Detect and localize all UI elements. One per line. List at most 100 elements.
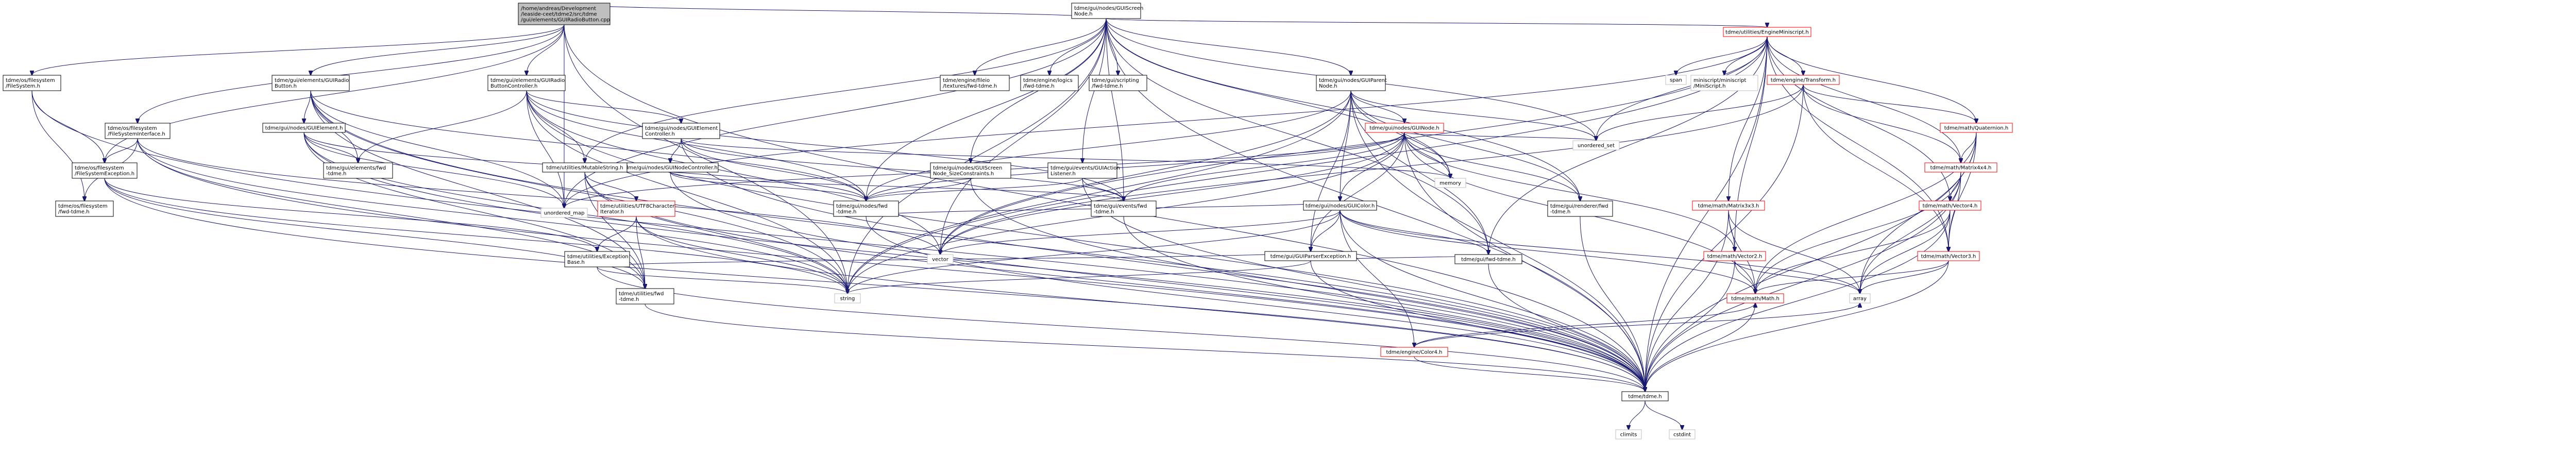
node-filesystem-h[interactable]: tdme/os/filesystem/FileSystem.h xyxy=(3,75,61,91)
node-label: tdme/utilities/EngineMiniscript.h xyxy=(1725,30,1809,36)
node-matrix4x4-h[interactable]: tdme/math/Matrix4x4.h xyxy=(1924,162,1997,173)
edge-root-to-radiobuttoncontroller-h xyxy=(527,24,565,75)
node-guicolor-h[interactable]: tdme/gui/nodes/GUIColor.h xyxy=(1303,200,1377,211)
node-box-transform-h xyxy=(1767,75,1840,85)
node-label: tdme/math/Quaternion.h xyxy=(1944,126,2008,131)
node-label: tdme/gui/nodes/GUIElement.h xyxy=(265,126,343,131)
edge-elementcontroller-h-to-events-fwd xyxy=(681,138,1124,201)
edge-elementcontroller-h-to-nodes-fwd xyxy=(681,138,866,201)
edge-radiobuttoncontroller-h-to-elementcontroller-h xyxy=(526,90,681,123)
node-box-vector xyxy=(927,254,954,264)
node-box-utilities-fwd xyxy=(616,288,674,305)
node-transform-h[interactable]: tdme/engine/Transform.h xyxy=(1767,75,1840,85)
node-vector2-h[interactable]: tdme/math/Vector2.h xyxy=(1703,251,1766,261)
node-label: vector xyxy=(932,257,949,263)
node-vector3-h[interactable]: tdme/math/Vector3.h xyxy=(1917,251,1980,261)
node-nodecontroller-h[interactable]: tdme/gui/nodes/GUINodeController.h xyxy=(622,162,719,173)
node-fileentities-fwd[interactable]: tdme/engine/fileio/textures/fwd-tdme.h xyxy=(940,75,1010,91)
edge-utilities-fwd-to-tdme-h xyxy=(645,304,1645,392)
edge-exceptionbase-h-to-string xyxy=(597,266,848,294)
node-box-filesystem-fwd xyxy=(55,200,114,217)
node-tdme-h[interactable]: tdme/tdme.h xyxy=(1621,391,1669,401)
node-root[interactable]: /home/andreas/Development/leaside-ceet/t… xyxy=(518,3,611,25)
edge-root-to-filesysteminterface-h xyxy=(138,24,565,123)
edge-transform-h-to-vector xyxy=(940,84,1804,255)
node-box-span xyxy=(1665,75,1687,85)
node-label: tdme/gui/GUIParserException.h xyxy=(1270,254,1351,260)
edge-utf8iterator-h-to-utilities-fwd xyxy=(636,216,645,289)
node-logics-fwd[interactable]: tdme/engine/logics/fwd-tdme.h xyxy=(1020,75,1079,91)
node-utilities-fwd[interactable]: tdme/utilities/fwd-tdme.h xyxy=(616,288,674,305)
node-radiobutton-h[interactable]: tdme/gui/elements/GUIRadioButton.h xyxy=(272,75,350,91)
edge-screennode-h-to-renderer-fwd xyxy=(1106,18,1580,201)
node-engine-color4-h[interactable]: tdme/engine/Color4.h xyxy=(1380,347,1448,357)
edge-radiobutton-h-to-nodes-fwd xyxy=(310,90,866,201)
edge-guielement-h-to-unordered-map xyxy=(303,132,564,208)
edge-guinode-h-to-parsereexception-h xyxy=(1311,132,1405,251)
edge-matrix3x3-h-to-tdme-h xyxy=(1645,210,1729,392)
edge-screennode-h-to-mutablestring-h xyxy=(585,18,1107,163)
node-label: tdme/gui/nodes/GUIParent xyxy=(1319,78,1387,83)
node-filesystemexception-h[interactable]: tdme/os/filesystem/FileSystemException.h xyxy=(72,162,138,179)
node-label: tdme/gui/renderer/fwd xyxy=(1550,204,1608,209)
node-vector4-h[interactable]: tdme/math/Vector4.h xyxy=(1919,200,1981,211)
node-quaternion-h[interactable]: tdme/math/Quaternion.h xyxy=(1940,123,2013,133)
node-label: tdme/gui/nodes/fwd xyxy=(836,204,888,209)
node-label: Node.h xyxy=(1319,83,1337,89)
edge-sizeconstraints-h-to-tdme-h xyxy=(970,178,1645,392)
node-label: cstdint xyxy=(1673,432,1691,438)
edge-enginemirror-h-to-transform-h xyxy=(1767,36,1803,75)
edge-matrix4x4-h-to-array xyxy=(1860,172,1961,294)
node-label: unordered_set xyxy=(1578,143,1615,149)
edge-tdme-h-to-cstdint xyxy=(1645,400,1682,430)
node-label: unordered_map xyxy=(544,211,585,216)
edge-vector4-h-to-vector3-h xyxy=(1948,210,1950,251)
node-events-fwd[interactable]: tdme/gui/events/fwd-tdme.h xyxy=(1091,200,1157,217)
node-label: Button.h xyxy=(275,83,297,89)
node-label: -tdme.h xyxy=(619,297,639,302)
node-parsereexception-h[interactable]: tdme/gui/GUIParserException.h xyxy=(1264,251,1357,261)
node-box-math-h xyxy=(1726,293,1784,304)
node-mutablestring-h[interactable]: tdme/utilities/MutableString.h xyxy=(542,162,628,173)
node-label: ButtonController.h xyxy=(490,83,537,89)
node-cstdint: cstdint xyxy=(1669,429,1696,440)
edge-vector3-h-to-tdme-h xyxy=(1645,260,1949,392)
node-gui-fwd[interactable]: tdme/gui/fwd-tdme.h xyxy=(1454,254,1522,264)
edge-vector4-h-to-tdme-h xyxy=(1645,210,1951,392)
node-label: /fwd-tdme.h xyxy=(1092,83,1123,89)
edge-filesystemexception-h-to-utilities-fwd xyxy=(104,178,645,289)
edge-screennode-h-to-memory xyxy=(1106,18,1450,178)
node-box-enginemirror-h xyxy=(1723,27,1811,37)
node-radiobuttoncontroller-h[interactable]: tdme/gui/elements/GUIRadioButtonControll… xyxy=(487,75,566,91)
node-label: /MiniScript.h xyxy=(1693,83,1725,89)
node-box-filesystem-h xyxy=(3,75,61,91)
node-guielement-h[interactable]: tdme/gui/nodes/GUIElement.h xyxy=(262,123,346,133)
edge-filesysteminterface-h-to-vector xyxy=(137,138,940,255)
edge-screennode-h-to-nodes-fwd xyxy=(866,18,1107,201)
node-label: tdme/os/filesystem xyxy=(6,78,55,83)
node-scripting-fwd[interactable]: tdme/gui/scripting/fwd-tdme.h xyxy=(1089,75,1147,91)
node-label: tdme/gui/nodes/GUIColor.h xyxy=(1306,204,1375,209)
node-elements-fwd[interactable]: tdme/gui/elements/fwd-tdme.h xyxy=(323,162,393,179)
node-renderer-fwd[interactable]: tdme/gui/renderer/fwd-tdme.h xyxy=(1547,200,1613,217)
node-filesystem-fwd[interactable]: tdme/os/filesystem/fwd-tdme.h xyxy=(55,200,114,217)
node-nodes-fwd[interactable]: tdme/gui/nodes/fwd-tdme.h xyxy=(833,200,899,217)
node-enginemirror-h[interactable]: tdme/utilities/EngineMiniscript.h xyxy=(1723,27,1811,37)
node-label: Iterator.h xyxy=(600,209,624,215)
node-filesysteminterface-h[interactable]: tdme/os/filesystem/FileSystemInterface.h xyxy=(105,123,171,139)
node-matrix3x3-h[interactable]: tdme/math/Matrix3x3.h xyxy=(1692,200,1765,211)
node-sizeconstraints-h[interactable]: tdme/gui/nodes/GUIScreenNode_SizeConstra… xyxy=(930,162,1011,179)
edge-vector2-h-to-tdme-h xyxy=(1645,260,1735,392)
edge-filesystemexception-h-to-exceptionbase-h xyxy=(104,178,597,251)
node-box-vector3-h xyxy=(1917,251,1980,261)
node-math-h[interactable]: tdme/math/Math.h xyxy=(1726,293,1784,304)
edge-transform-h-to-tdme-h xyxy=(1645,84,1804,392)
node-guinode-h[interactable]: tdme/gui/nodes/GUINode.h xyxy=(1365,123,1444,133)
node-box-renderer-fwd xyxy=(1547,200,1613,217)
